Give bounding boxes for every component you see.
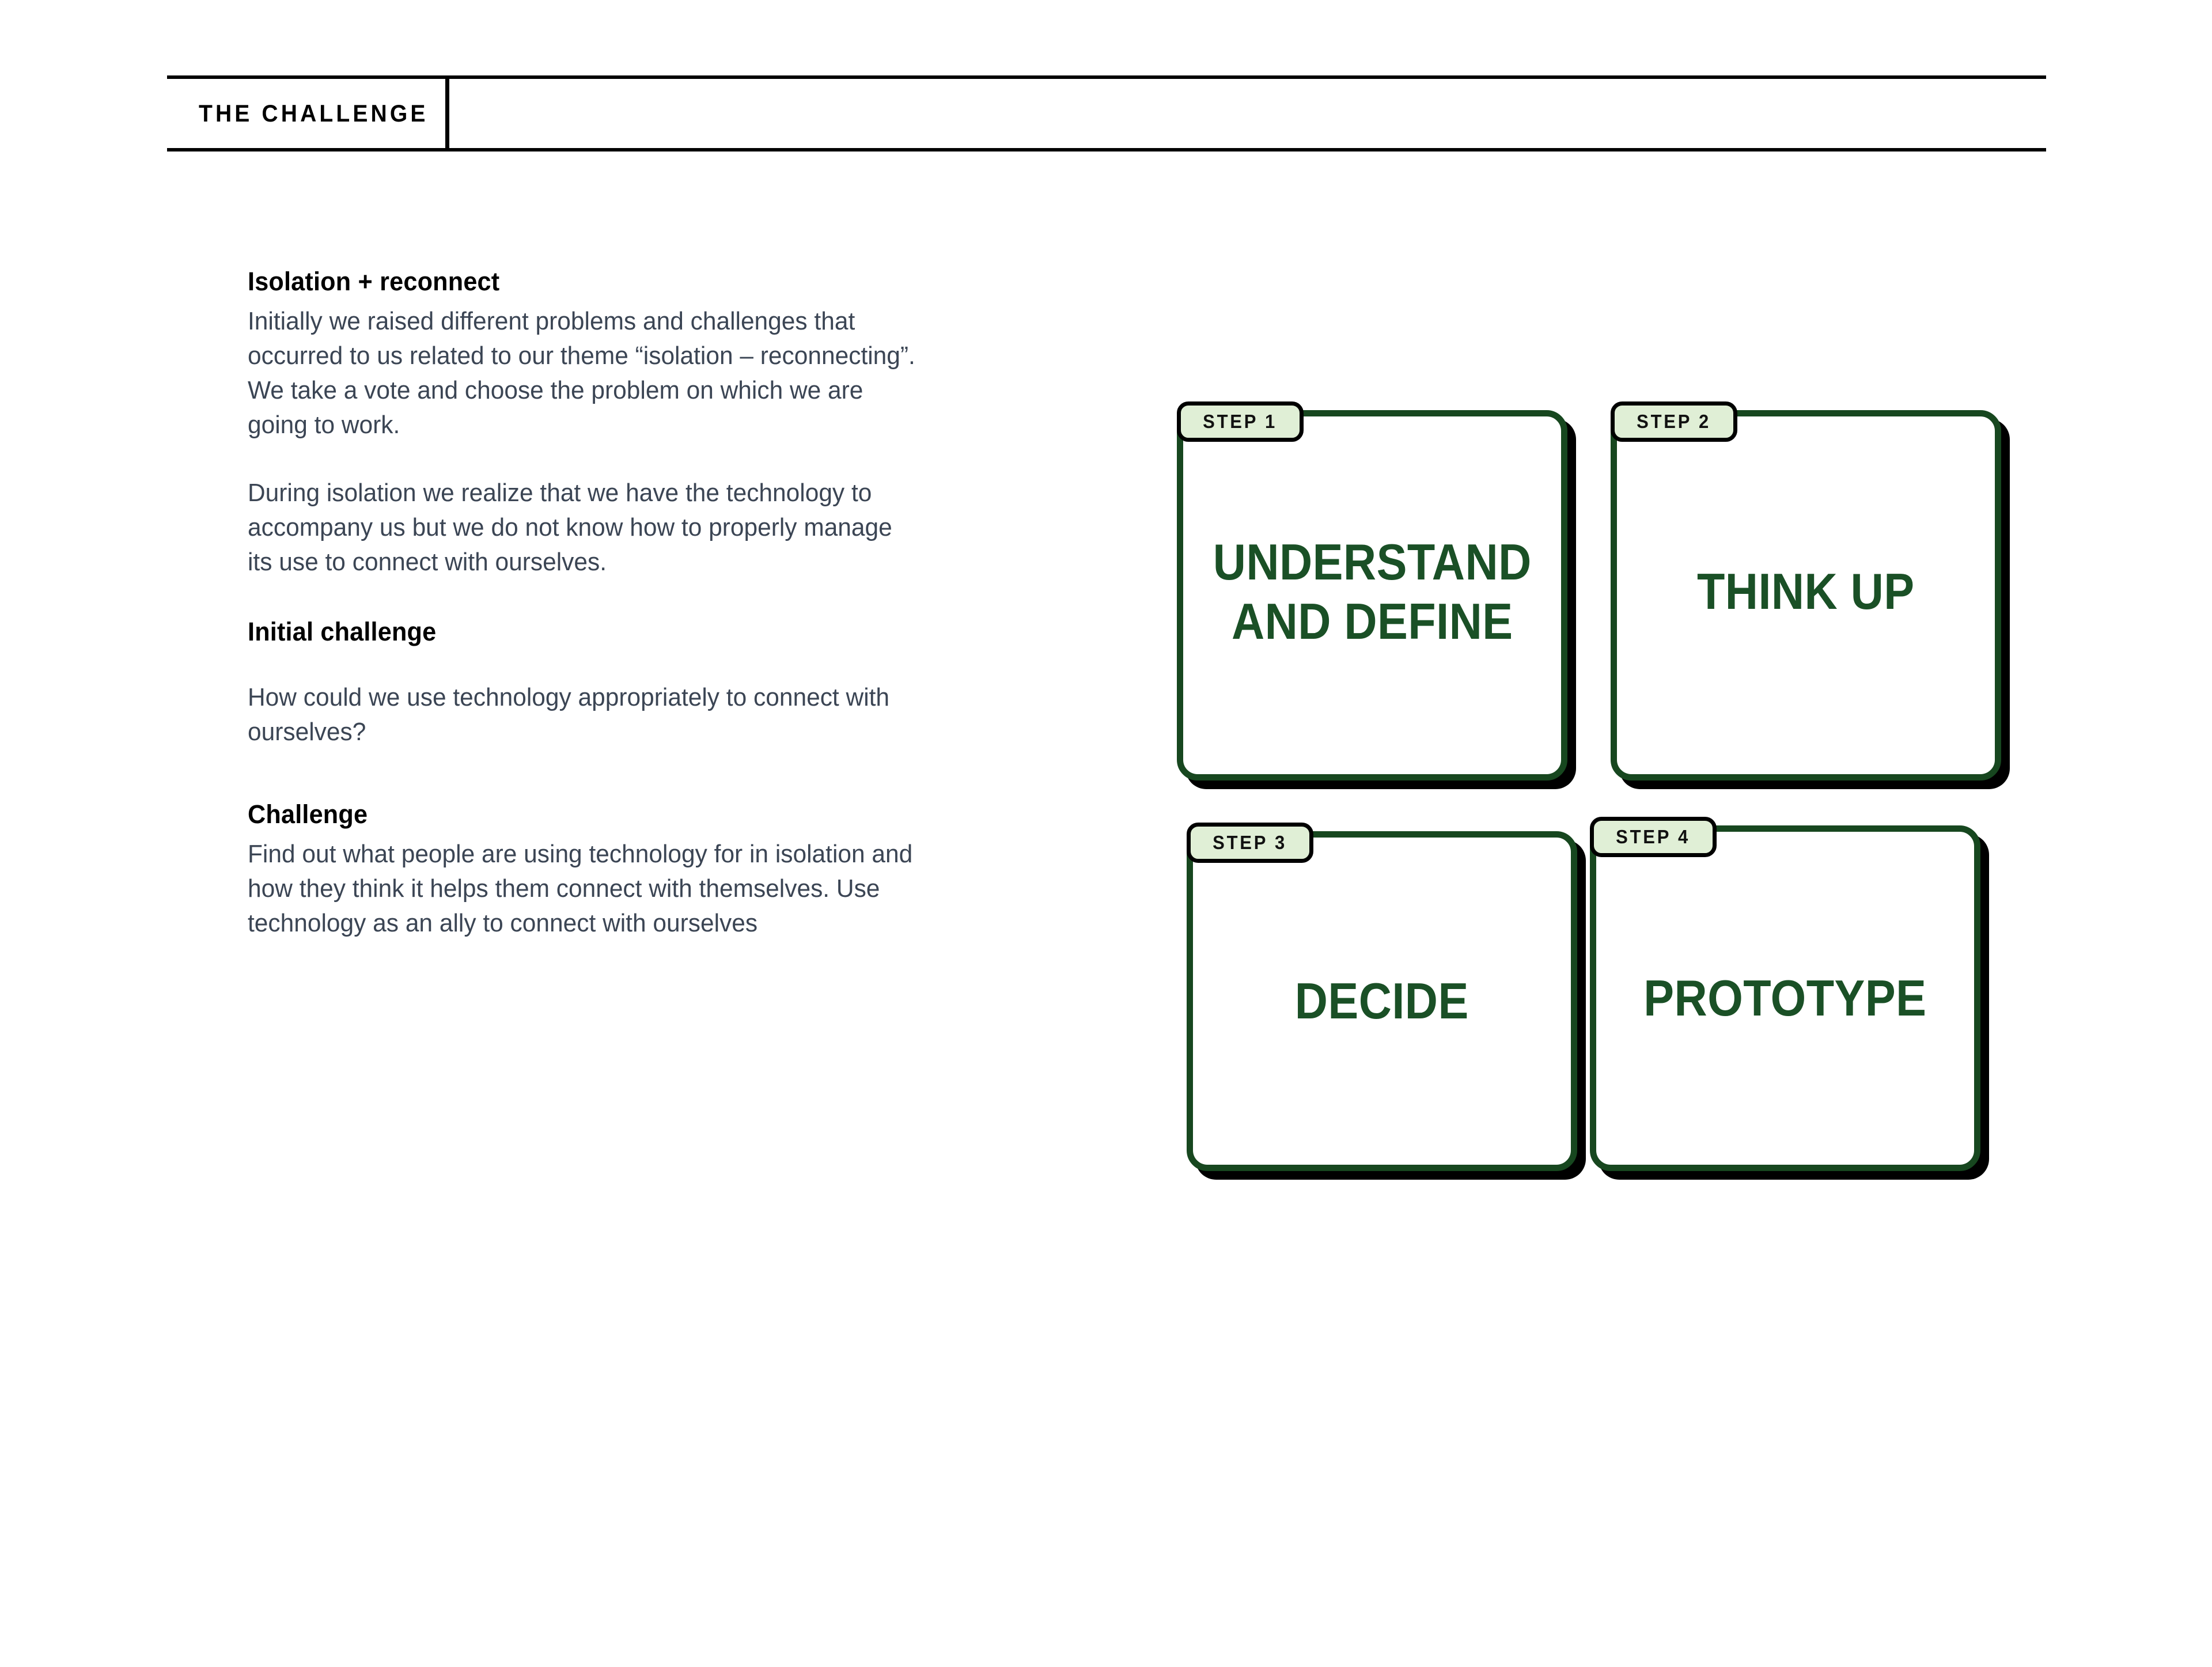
step-card-1[interactable]: UNDERSTAND AND DEFINE [1177, 410, 1576, 789]
step-tab-label-3: STEP 3 [1213, 832, 1287, 853]
page-title: THE CHALLENGE [199, 100, 429, 127]
step-tab-2[interactable]: STEP 2 [1611, 401, 1737, 442]
step-tab-label-2: STEP 2 [1637, 411, 1711, 432]
header-rule-top [167, 75, 2046, 79]
step-tab-4[interactable]: STEP 4 [1590, 817, 1717, 857]
step-card-title-2: THINK UP [1697, 563, 1915, 620]
header-divider [445, 78, 449, 149]
step-tab-label-1: STEP 1 [1203, 411, 1278, 432]
section-paragraph-challenge: Find out what people are using technolog… [248, 840, 913, 938]
step-card-title-1: UNDERSTAND AND DEFINE [1213, 533, 1532, 650]
section-heading-initial-challenge: Initial challenge [248, 617, 437, 647]
challenge-text-column: Isolation + reconnect Initially we raise… [248, 266, 916, 941]
card-body: THINK UP [1611, 410, 2001, 781]
card-body: DECIDE [1187, 831, 1577, 1171]
step-tab-label-4: STEP 4 [1616, 826, 1691, 847]
step-tab-3[interactable]: STEP 3 [1187, 823, 1313, 863]
section-paragraph-isolation-1: Initially we raised different problems a… [248, 307, 915, 440]
card-body: UNDERSTAND AND DEFINE [1177, 410, 1567, 781]
step-card-2[interactable]: THINK UP [1611, 410, 2010, 789]
step-card-4[interactable]: PROTOTYPE [1590, 825, 1989, 1180]
step-card-title-4: PROTOTYPE [1643, 969, 1927, 1026]
section-paragraph-isolation-2: During isolation we realize that we have… [248, 479, 892, 577]
page-header: THE CHALLENGE [167, 75, 2046, 151]
header-rule-bottom [167, 148, 2046, 151]
step-tab-1[interactable]: STEP 1 [1177, 401, 1304, 442]
section-heading-challenge: Challenge [248, 800, 368, 829]
step-card-title-3: DECIDE [1295, 972, 1469, 1029]
section-heading-isolation-reconnect: Isolation + reconnect [248, 267, 500, 296]
card-body: PROTOTYPE [1590, 825, 1980, 1171]
section-paragraph-initial-challenge: How could we use technology appropriatel… [248, 683, 890, 747]
step-card-3[interactable]: DECIDE [1187, 831, 1586, 1180]
